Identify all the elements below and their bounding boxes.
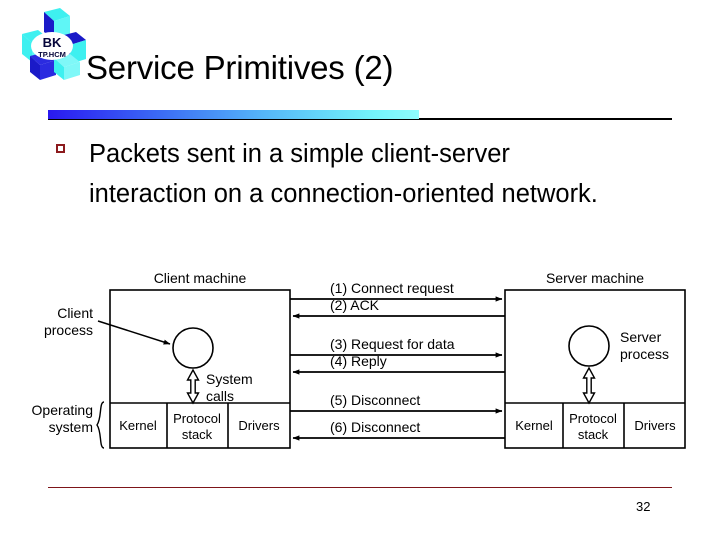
client-process-pointer	[97, 320, 171, 345]
client-process-circle	[172, 327, 214, 369]
client-server-interaction-diagram: Client machine Server machine System cal…	[0, 258, 720, 468]
server-drivers-label: Drivers	[634, 418, 676, 433]
message-label-5: (5) Disconnect	[330, 392, 420, 408]
logo-primary-text: BK	[43, 35, 62, 50]
message-label-2: (2) ACK	[330, 297, 380, 313]
message-label-1: (1) Connect request	[330, 280, 454, 296]
message-label-3: (3) Request for data	[330, 336, 455, 352]
server-process-label-line1: Server	[620, 329, 662, 345]
bullet-item-label: Packets sent in a simple client-server i…	[89, 140, 598, 208]
client-machine-label: Client machine	[154, 270, 247, 286]
server-kernel-label: Kernel	[515, 418, 553, 433]
message-label-4: (4) Reply	[330, 353, 387, 369]
footer-rule	[48, 487, 672, 489]
title-accent-gradient	[48, 110, 419, 119]
server-machine-label: Server machine	[546, 270, 644, 286]
server-system-calls-arrow	[582, 366, 596, 405]
system-calls-label-line1: System	[206, 371, 253, 387]
server-protocol-label-line1: Protocol	[569, 411, 617, 426]
operating-system-brace	[96, 401, 105, 449]
client-protocol-label-line2: stack	[182, 427, 213, 442]
bullet-list-item: Packets sent in a simple client-server i…	[56, 134, 656, 214]
server-process-label-line2: process	[620, 346, 669, 362]
client-process-label-line2: process	[44, 322, 93, 338]
bk-tphcm-logo: BK TP.HCM	[14, 6, 96, 86]
message-label-6: (6) Disconnect	[330, 419, 420, 435]
client-kernel-label: Kernel	[119, 418, 157, 433]
operating-system-label-line1: Operating	[32, 402, 93, 418]
client-process-label-line1: Client	[57, 305, 93, 321]
client-protocol-label-line1: Protocol	[173, 411, 221, 426]
client-system-calls-arrow	[186, 368, 200, 405]
server-process-circle	[568, 325, 610, 367]
logo-secondary-text: TP.HCM	[38, 50, 66, 59]
client-machine-box	[109, 289, 291, 449]
page-number: 32	[636, 499, 651, 514]
page-title: Service Primitives (2)	[86, 49, 394, 86]
server-protocol-label-line2: stack	[578, 427, 609, 442]
system-calls-label-line2: calls	[206, 388, 234, 404]
bullet-square-icon	[56, 144, 65, 153]
operating-system-label-line2: system	[49, 419, 93, 435]
server-machine-box	[504, 289, 686, 449]
client-drivers-label: Drivers	[238, 418, 280, 433]
